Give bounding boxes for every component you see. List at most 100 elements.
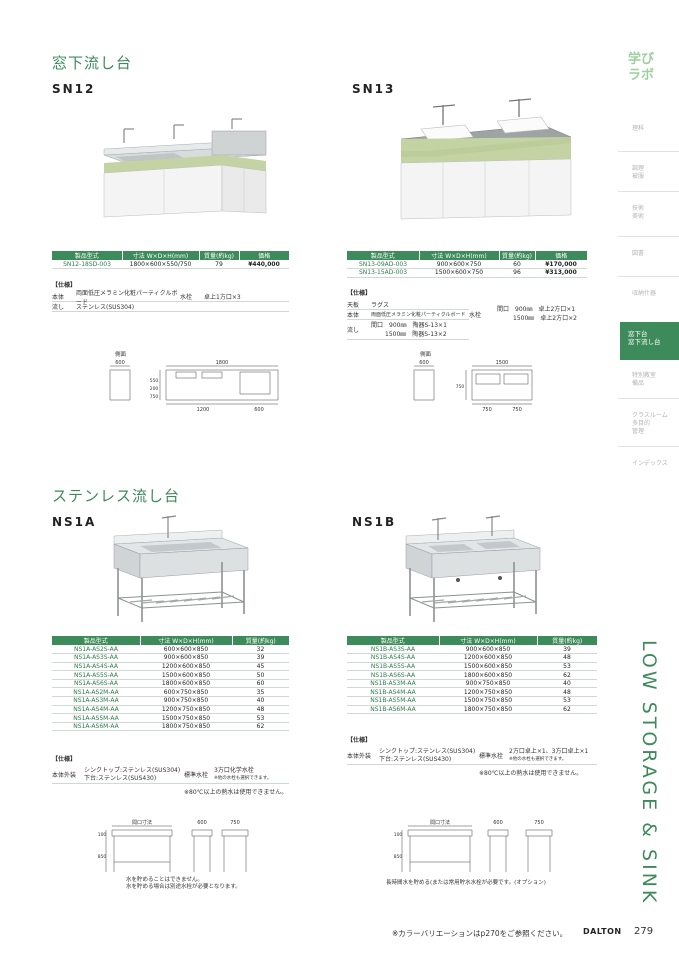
table-cell: NS1B-AS6M-AA — [347, 705, 439, 715]
sn12-spec-block: 【仕様】 本体 両面低圧メラミン化粧パーティクルボード 水栓 卓上1方口×3 流… — [52, 280, 289, 312]
table-cell: NS1B-AS5M-AA — [347, 696, 439, 706]
dim-width-750-a: 750 — [482, 407, 492, 413]
table-row: SN13-09AD-003 900×600×750 60 ¥170,000 — [347, 260, 587, 270]
sn13-dimension-drawing: 600 1500 750 750 750 — [413, 360, 533, 413]
table-header: 価格 — [535, 251, 587, 260]
sidebar-item[interactable]: 技術 美術 — [632, 205, 645, 220]
section-title-window-sink: 窓下流し台 — [52, 54, 133, 72]
table-cell: 60 — [232, 679, 289, 689]
spec-row: 流し 間口 900㎜ 陶器S-13×1 1500㎜ 陶器S-13×2 — [347, 320, 469, 340]
spec-row: 本体 両面低圧メラミン化粧パーティクルボード 水栓 卓上1方口×3 — [52, 290, 289, 306]
note-line: 長時間水を貯める(または常用貯水水栓が必要です。(オプション) — [386, 880, 546, 886]
spec-value: シンクトップ:ステンレス(SUS304) — [84, 766, 181, 774]
model-name-ns1b: NS1B — [352, 515, 397, 529]
sidebar-item[interactable]: 窓下台 窓下流し台 — [620, 322, 679, 360]
ns1b-product-image — [405, 515, 541, 622]
spec-value: ※他の水栓も選択できます。 — [509, 756, 567, 762]
table-cell: 1800×750×850 — [140, 722, 232, 732]
dim-width: 1800 — [216, 360, 229, 366]
footer-note: ※カラーバリエーションはp270をご参照ください。 — [392, 929, 568, 938]
sn12-product-image — [103, 118, 267, 218]
dim-height-200: 200 — [150, 386, 159, 392]
table-header: 製品型式 — [52, 636, 141, 645]
table-cell: NS1B-AS4S-AA — [347, 653, 439, 663]
spec-value: 1500㎜ 卓上2方口×2 — [513, 315, 577, 322]
sidebar-item[interactable]: 特別教室 備品 — [632, 372, 657, 387]
table-cell: 60 — [499, 260, 535, 270]
table-cell: 53 — [232, 713, 289, 723]
ns1a-notes: 水を貯めることはできません。 水を貯める場合は別途水栓が必要となります。 — [126, 877, 241, 891]
spec-title: 【仕様】 — [52, 282, 77, 289]
dim-depth-750: 750 — [534, 820, 544, 826]
dim-depth-750: 750 — [230, 820, 240, 826]
spec-value: 両面低圧メラミン化粧パーティクルボード — [76, 289, 178, 306]
table-cell: ¥170,000 — [535, 260, 587, 270]
table-cell: NS1A-AS3S-AA — [52, 653, 140, 663]
spec-value: シンクトップ:ステンレス(SUS304) — [379, 747, 476, 755]
sidebar-item[interactable]: 図書 — [632, 250, 645, 257]
ns1b-dimension-drawing: 間口寸法 600 750 850 100 — [394, 819, 553, 872]
sidebar-item[interactable]: 収納什器 — [632, 290, 657, 297]
sidebar-item[interactable]: インデックス — [632, 460, 668, 467]
spec-title: 【仕様】 — [347, 290, 372, 297]
table-cell: NS1B-AS3M-AA — [347, 679, 439, 689]
spec-value: ラグス — [371, 302, 390, 309]
spec-label: 水栓 — [469, 311, 482, 319]
dim-height-750: 750 — [150, 394, 159, 400]
table-cell: 1800×600×850 — [140, 679, 232, 689]
sidebar-divider — [618, 151, 679, 152]
spec-row: 天板 ラグス — [347, 300, 469, 310]
spec-row: 本体外装 シンクトップ:ステンレス(SUS304) 下台:ステンレス(SUS43… — [347, 747, 597, 765]
table-cell: 1200×600×850 — [439, 653, 537, 663]
spec-label: 標準水栓 — [479, 753, 504, 760]
sn13-spec-block: 【仕様】 天板 ラグス 本体 両面低圧メラミン化粧パーティクルボード 流し 間口… — [347, 288, 587, 340]
spec-row: 本体 両面低圧メラミン化粧パーティクルボード — [347, 310, 469, 320]
model-name-sn13: SN13 — [352, 82, 396, 96]
sidebar-item[interactable]: 理科 — [632, 125, 645, 132]
table-cell: 1500×600×850 — [439, 662, 537, 672]
sidebar-divider — [618, 398, 679, 399]
dim-depth: 600 — [115, 360, 125, 366]
sidebar-item[interactable]: クラスルーム 多目的 管理 — [632, 412, 668, 435]
dim-height-550: 550 — [150, 378, 159, 384]
table-row: SN12-18SD-003 1800×600×550/750 79 ¥440,0… — [52, 260, 289, 270]
spec-value: 間口 900㎜ 陶器S-13×1 — [371, 321, 447, 329]
dim-depth-600: 600 — [197, 820, 207, 826]
table-cell: ¥440,000 — [239, 260, 289, 270]
table-header: 価格 — [239, 251, 289, 260]
table-cell: 40 — [232, 696, 289, 706]
spec-warning: ※80℃以上の熱水は使用できません。 — [479, 770, 583, 777]
table-cell: 1500×750×850 — [140, 713, 232, 723]
dim-width-label: 間口寸法 — [132, 819, 152, 826]
table-header: 製品型式 — [52, 251, 123, 260]
table-cell: NS1B-AS3S-AA — [347, 645, 439, 655]
sidebar-item[interactable]: 調理 被服 — [632, 165, 645, 180]
spec-label: 天板 — [347, 302, 360, 309]
spec-value: 間口 900㎜ 卓上2方口×1 — [497, 306, 576, 313]
sidebar-logo-line: ラボ — [628, 68, 655, 83]
table-cell: 62 — [537, 705, 597, 715]
spec-row: 本体外装 シンクトップ:ステンレス(SUS304) 下台:ステンレス(SUS43… — [52, 766, 289, 784]
drawing-side-label: 側面 — [115, 352, 127, 358]
table-header: 寸法 W×D×H(mm) — [439, 636, 538, 645]
table-header: 質量(約kg) — [499, 251, 536, 260]
table-header: 質量(約kg) — [537, 636, 597, 645]
spec-title: 【仕様】 — [347, 737, 372, 744]
spec-label: 標準水栓 — [184, 772, 209, 779]
table-cell: NS1A-AS2M-AA — [52, 687, 140, 698]
model-name-sn12: SN12 — [52, 82, 96, 96]
table-header: 製品型式 — [347, 251, 420, 260]
table-cell: 35 — [232, 687, 289, 698]
spec-value: 1500㎜ 陶器S-13×2 — [385, 330, 447, 338]
dim-depth: 600 — [419, 360, 429, 366]
